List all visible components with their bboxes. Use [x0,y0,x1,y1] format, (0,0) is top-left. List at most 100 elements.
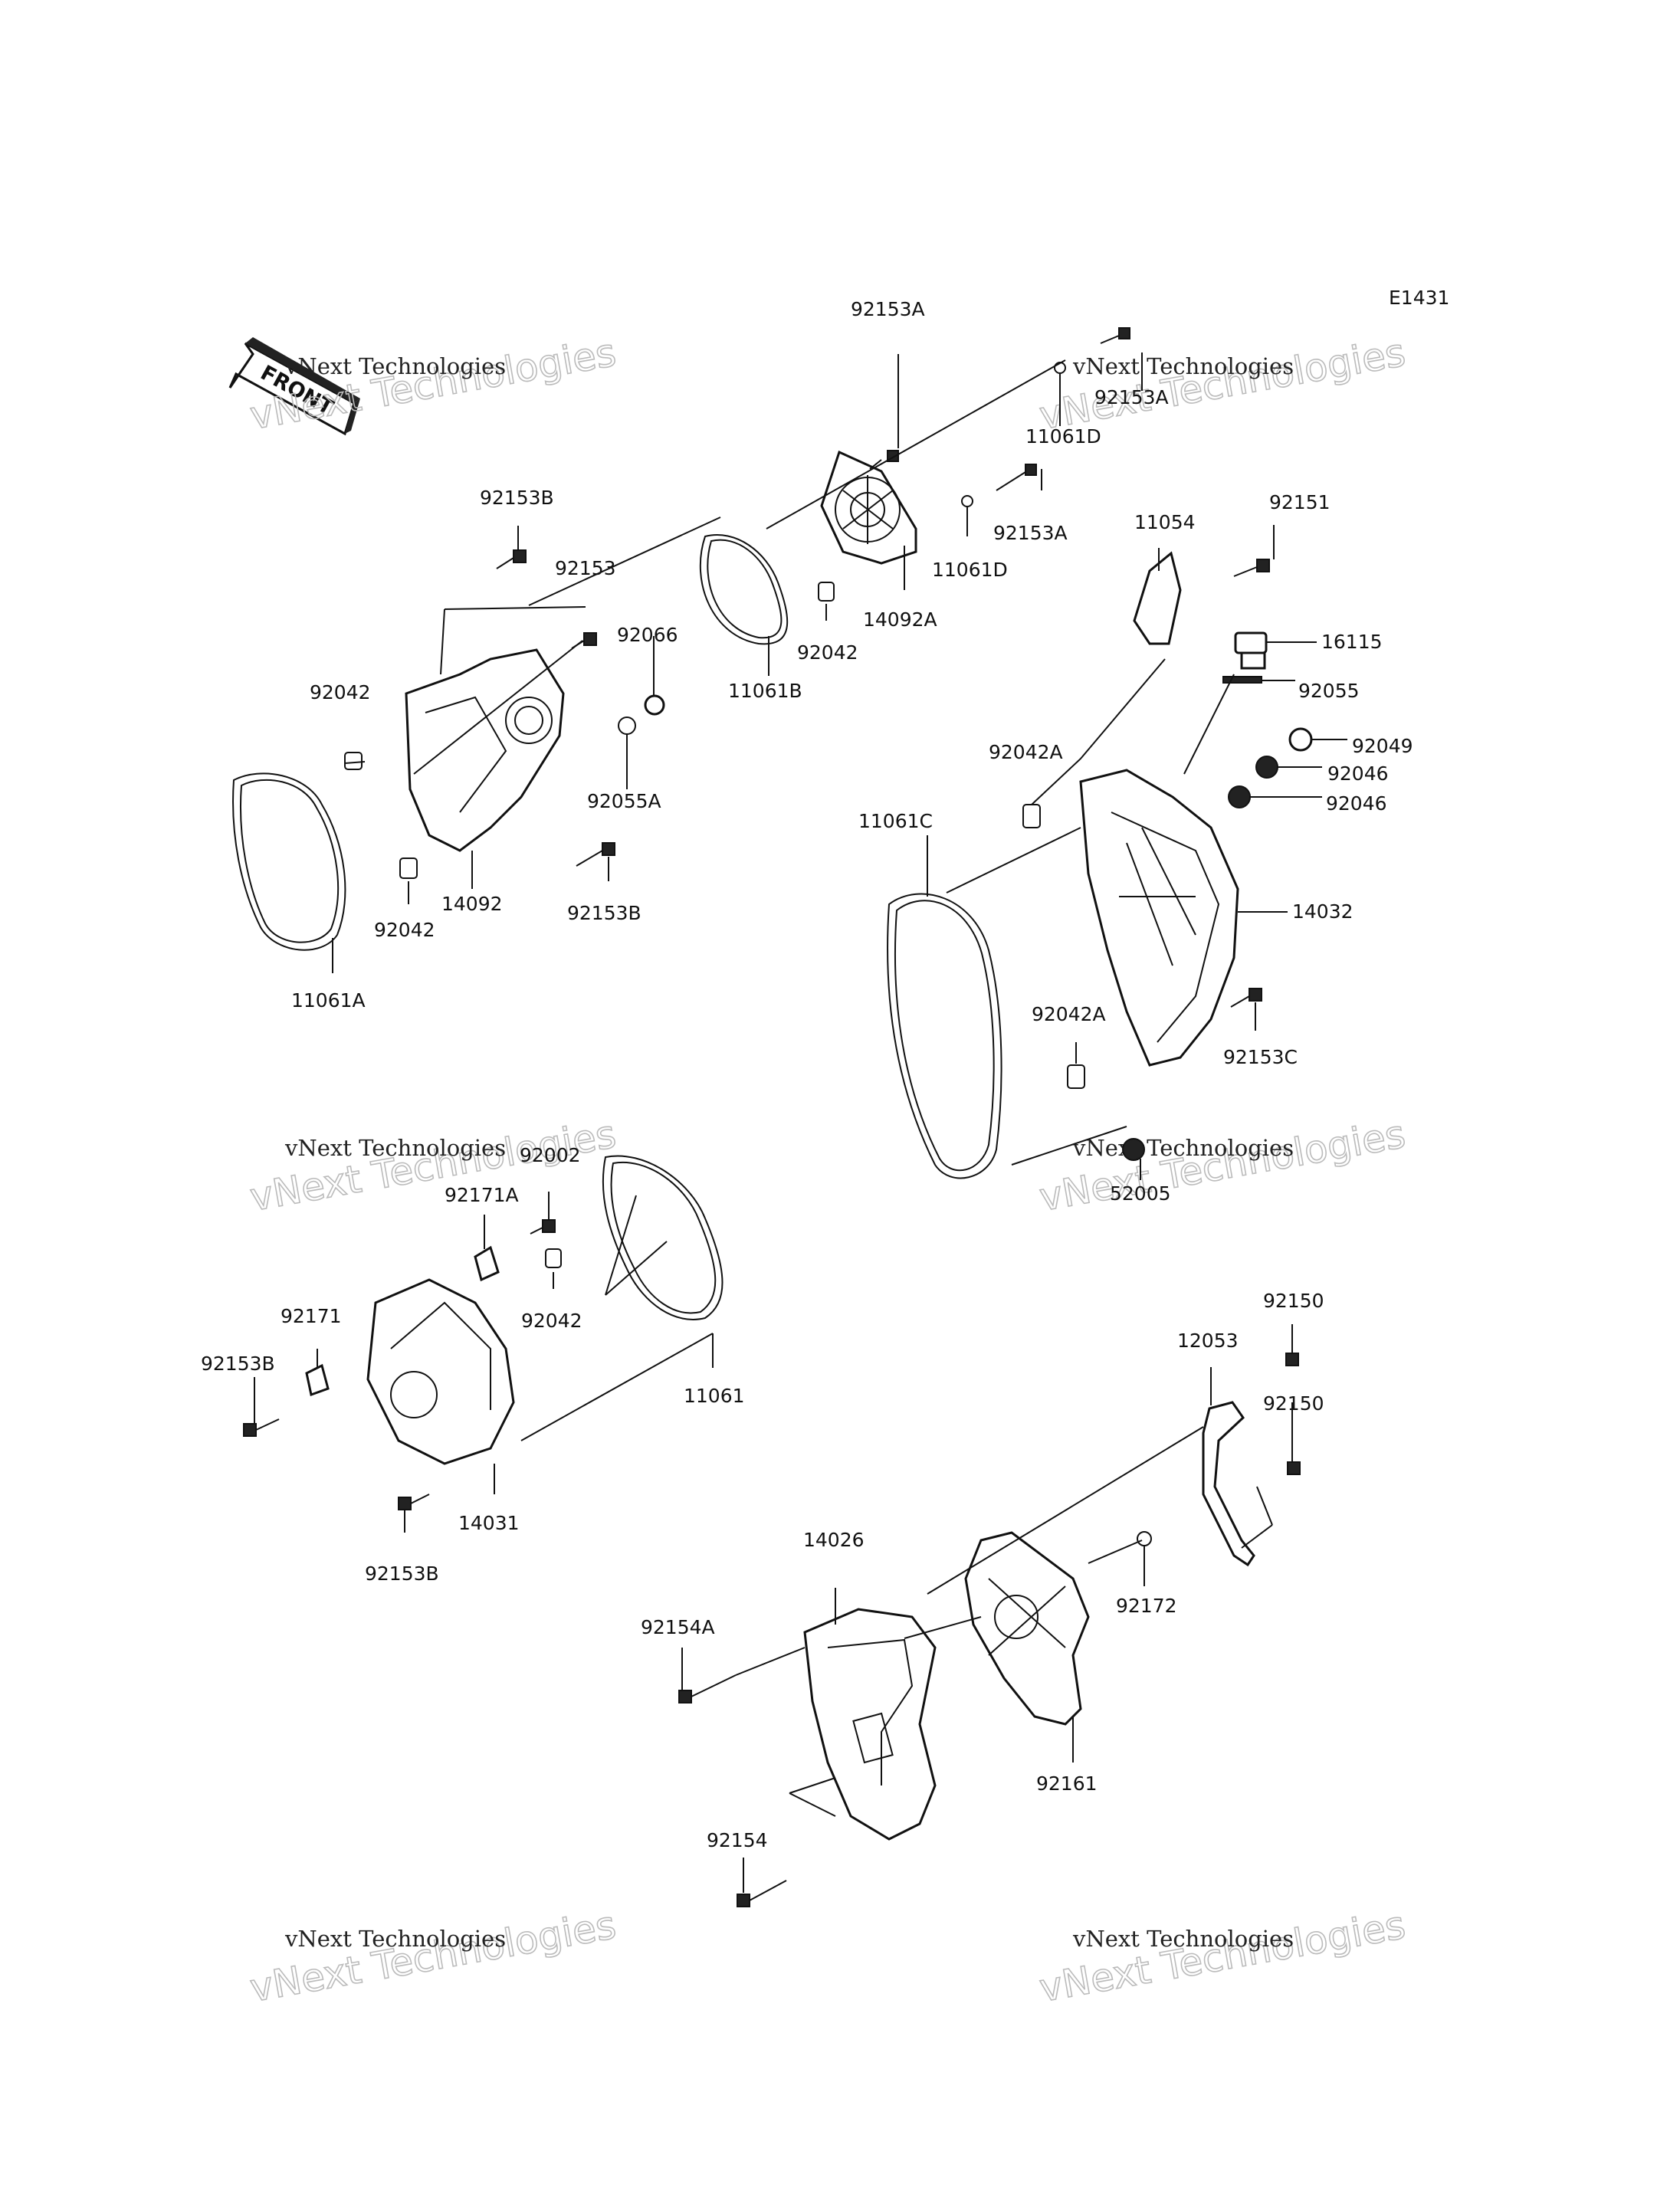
bolt-92153B-c [243,1418,280,1437]
part-label: 92153B [201,1353,275,1375]
bearing-92046-b [1228,785,1251,808]
part-label: 92153B [567,902,641,924]
part-label: 92172 [1116,1595,1177,1617]
bearing-92046-a [1255,756,1278,779]
part-label: 92153B [480,487,554,509]
clamp-92171A [474,1245,500,1282]
svg-text:vNext Technologies: vNext Technologies [1036,330,1409,438]
dowel-92042-b [344,752,363,770]
clutch-cover-14032 [1079,769,1239,1067]
svg-text:vNext Technologies: vNext Technologies [247,1903,619,2011]
svg-text:vNext Technologies: vNext Technologies [1036,1112,1409,1220]
part-label: 92042 [797,641,858,664]
dowel-92042-d [545,1248,562,1268]
bolt-92153A-a [869,450,899,470]
o-ring-92055 [1222,676,1262,684]
part-label: 14032 [1292,900,1354,923]
washer-11061D-a [1054,362,1066,374]
part-label: 16115 [1321,631,1383,653]
part-label: 11061D [1025,425,1101,448]
part-label: 92042 [374,919,435,941]
cover-14092A [820,450,917,565]
part-label: 92046 [1327,762,1389,785]
bolt-92002 [530,1219,556,1235]
gasket-11061 [602,1155,724,1320]
dowel-92042-c [399,857,418,879]
part-label: 14026 [803,1529,865,1551]
bolt-92154A [678,1674,737,1703]
bolt-92153B-a [496,549,527,569]
bolt-92150-a [1285,1353,1299,1366]
bracket-12053 [1202,1401,1255,1567]
bolt-92153B-b [576,842,615,867]
part-label: 11061 [684,1385,745,1407]
dowel-92042A-a [1022,804,1041,828]
clamp-92171 [305,1363,330,1396]
part-label: 11061D [932,559,1008,581]
svg-text:vNext Technologies: vNext Technologies [1072,1135,1294,1161]
part-label: 52005 [1110,1182,1171,1205]
bracket-11054 [1133,551,1182,645]
part-label: 11061B [728,680,802,702]
gasket-11061A [232,772,346,951]
part-label: 92042 [521,1310,582,1332]
part-label: 92171A [445,1184,519,1206]
part-label: 92153C [1223,1046,1298,1068]
part-label: 92153 [555,557,616,579]
part-label: 11061A [291,989,366,1012]
part-label: 11054 [1134,511,1196,533]
part-label: 92154 [707,1829,768,1851]
cap-52005 [1122,1138,1145,1161]
part-labels: 92153A 92153A 11061D 92153A 11061D 14092… [201,298,1413,1851]
part-label: 14031 [458,1512,520,1534]
part-label: 92042 [310,681,371,703]
part-label: 92153B [365,1562,439,1585]
generator-cover-14031 [366,1278,515,1465]
part-label: 11061C [858,810,933,832]
part-label: 92042A [1032,1003,1106,1025]
bolt-92153B-d [398,1494,430,1510]
bolt-92153C [1230,988,1262,1008]
watermark: vNext Technologies vNext Technologies [1035,1111,1409,1221]
part-label: 92153A [993,522,1068,544]
bolt-92150-b [1287,1461,1301,1475]
part-label: 92151 [1269,491,1331,513]
guard-92161 [964,1531,1090,1726]
o-ring-92055A [618,716,636,735]
svg-text:vNext Technologies: vNext Technologies [284,353,506,379]
gasket-11061C [887,893,1002,1179]
part-label: 92042A [989,741,1063,763]
part-label: 92153A [1094,386,1169,408]
svg-text:vNext Technologies: vNext Technologies [247,330,619,438]
sprocket-cover-14026 [803,1608,937,1841]
svg-text:vNext Technologies: vNext Technologies [1036,1903,1409,2011]
svg-text:vNext Technologies: vNext Technologies [1072,1926,1294,1952]
diagram-code: E1431 [1389,287,1449,309]
part-label: 92002 [520,1144,581,1166]
washer-11061D-b [961,495,973,507]
dowel-92042-a [818,582,835,602]
part-label: 12053 [1177,1330,1239,1352]
svg-text:vNext Technologies: vNext Technologies [1072,353,1294,379]
watermark: vNext Technologies vNext Technologies [1035,1902,1409,2012]
part-label: 92055A [587,790,661,812]
part-label: 14092A [863,608,937,631]
part-label: 14092 [441,893,503,915]
watermark: vNext Technologies vNext Technologies [246,330,619,439]
dowel-92042A-b [1067,1064,1085,1089]
svg-text:vNext Technologies: vNext Technologies [284,1135,506,1161]
bolt-92151 [1233,559,1270,577]
part-label: 92154A [641,1616,715,1638]
plug-16115 [1234,631,1268,670]
bolt-92153A-b [996,464,1037,491]
leader-lines [254,353,1347,1893]
svg-text:vNext Technologies: vNext Technologies [284,1926,506,1952]
watermark: vNext Technologies vNext Technologies [246,1902,619,2012]
cover-14092 [405,648,565,852]
part-label: 92066 [617,624,678,646]
seal-92066 [644,694,665,716]
part-label: 92046 [1326,792,1387,815]
gasket-11061B [699,534,789,645]
part-label: 92150 [1263,1290,1324,1312]
